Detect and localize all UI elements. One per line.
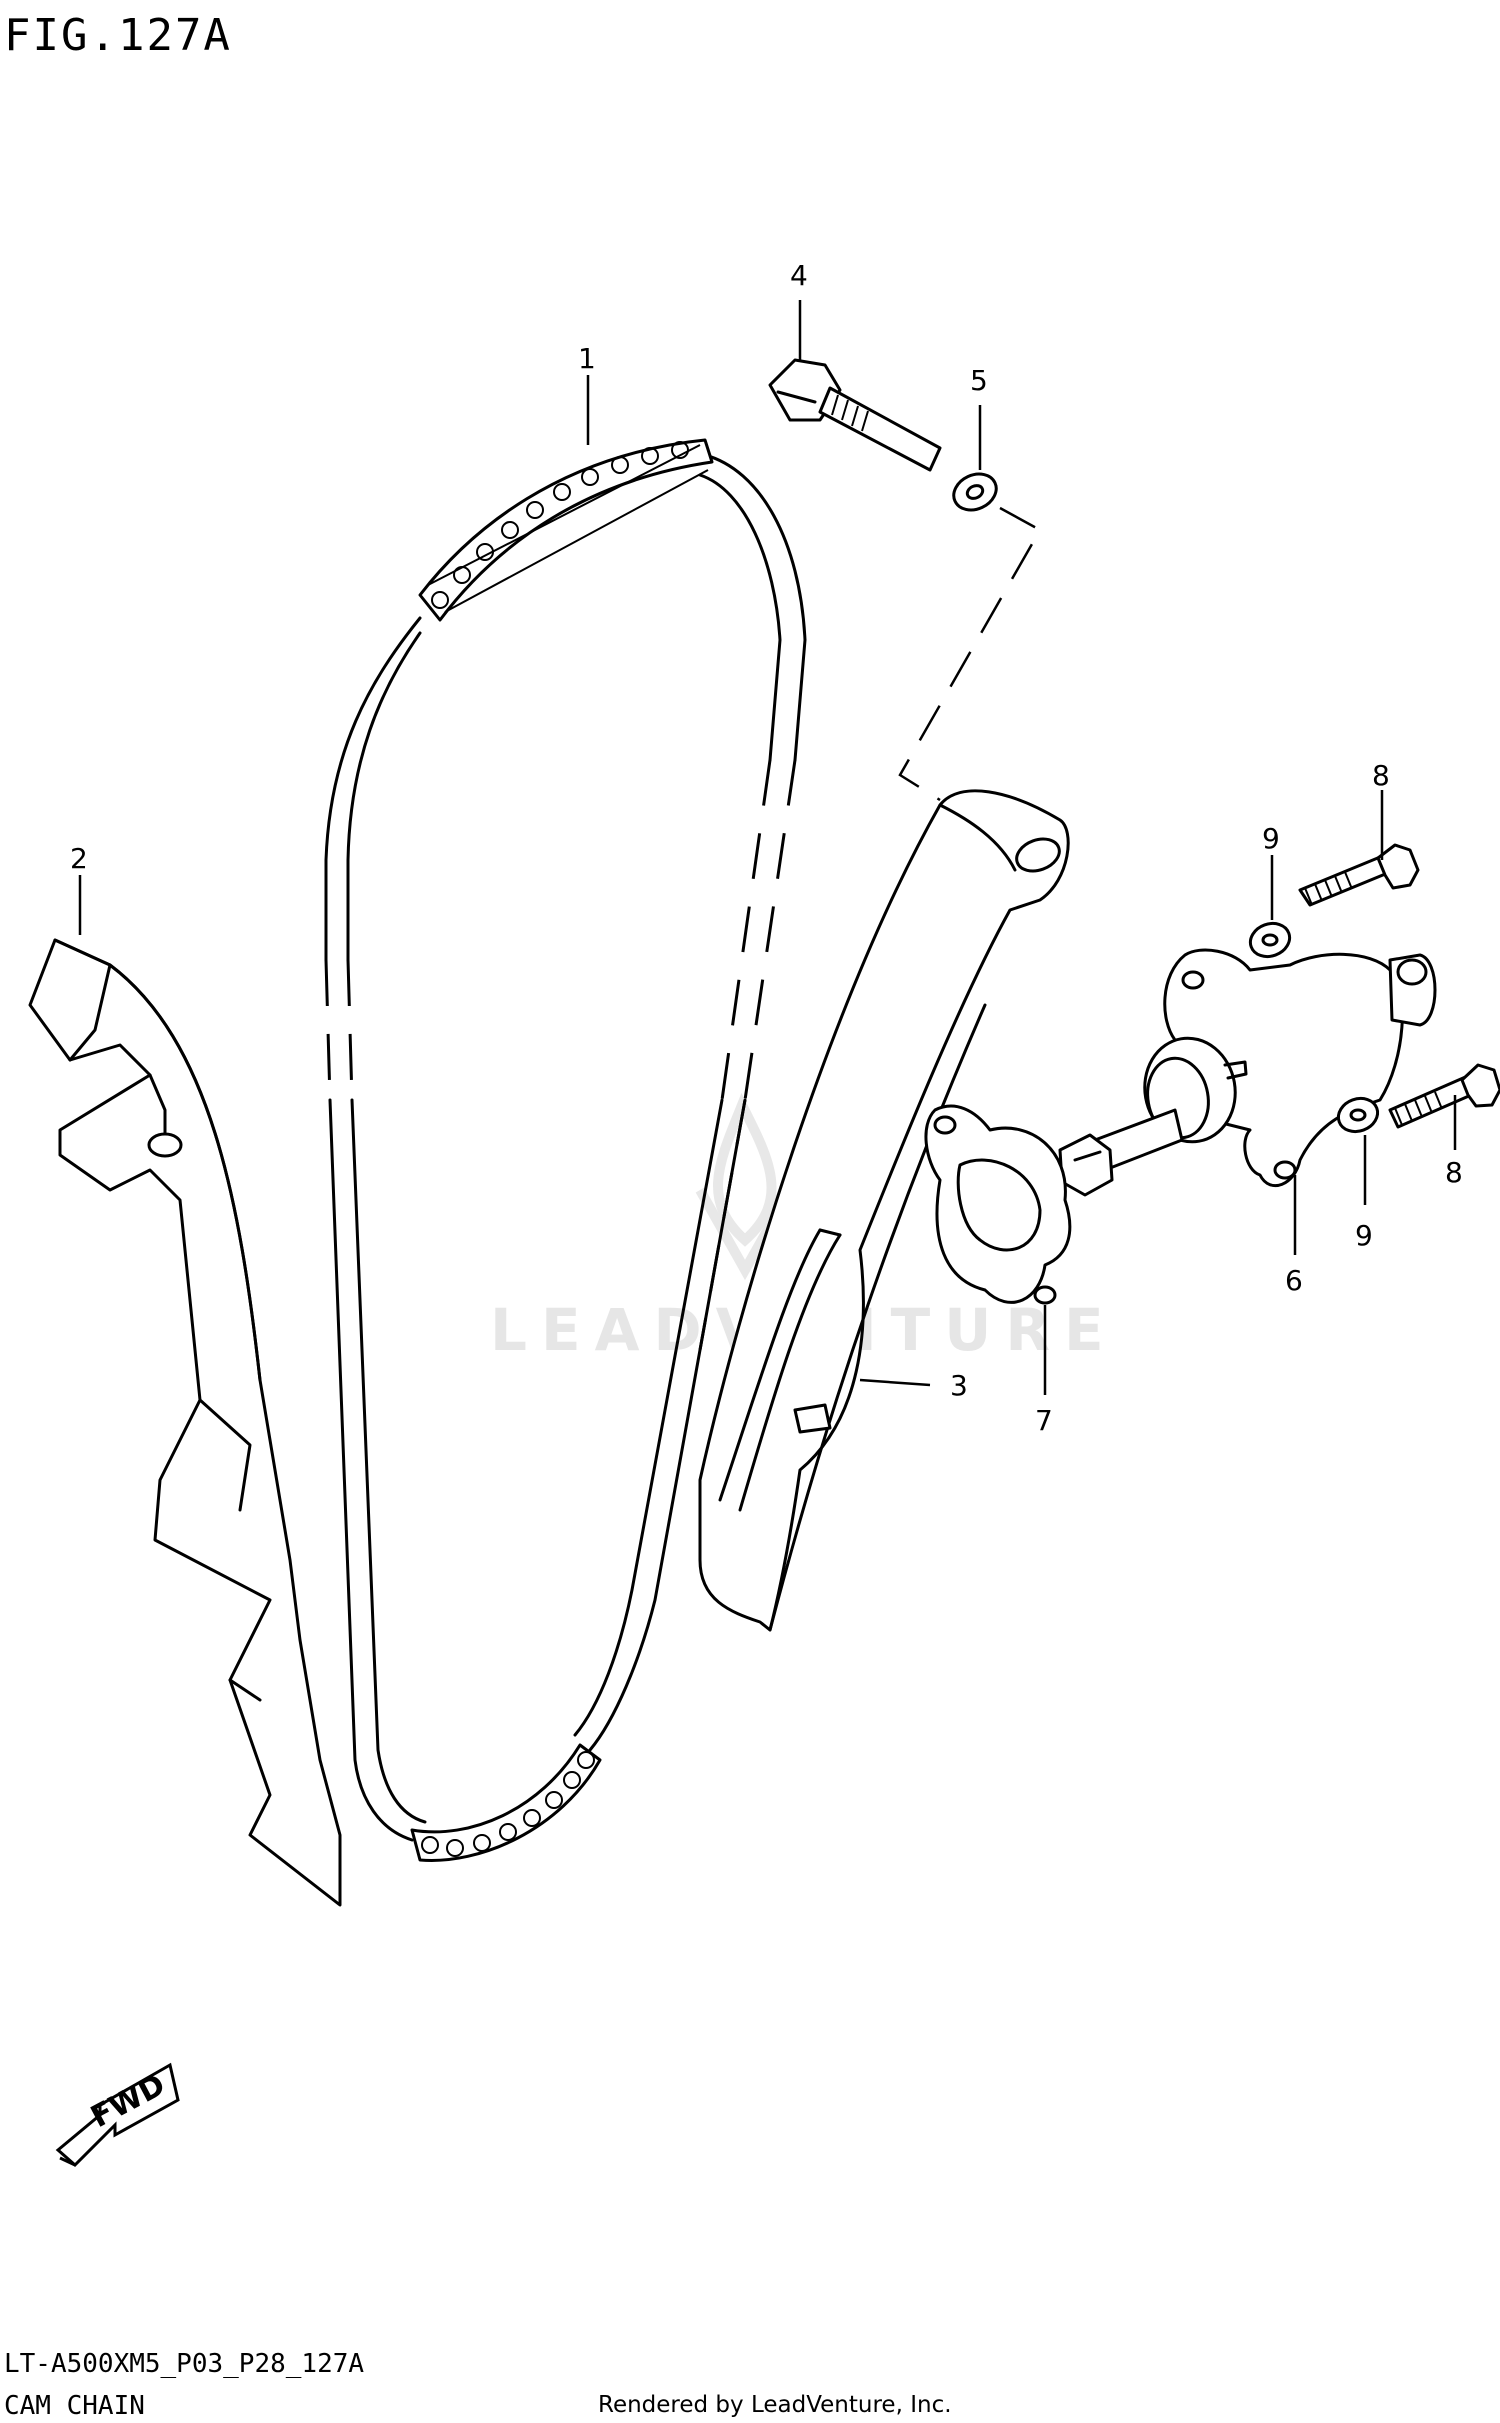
callout-9-lower: 9 <box>1355 1219 1373 1252</box>
cam-chain-tensioner-adjuster <box>1058 948 1437 1197</box>
callout-7: 7 <box>1035 1404 1053 1437</box>
callout-6: 6 <box>1285 1264 1303 1297</box>
render-credit: Rendered by LeadVenture, Inc. <box>598 2392 952 2418</box>
diagram-code: LT-A500XM5_P03_P28_127A <box>4 2349 364 2379</box>
callout-8-upper: 8 <box>1372 759 1390 792</box>
callout-4: 4 <box>790 259 808 292</box>
callout-1: 1 <box>578 342 596 375</box>
adjuster-washer-upper <box>1248 921 1292 959</box>
chain-guide-left <box>28 938 342 1907</box>
leader-lines <box>78 300 1457 1395</box>
adjuster-bolt-upper <box>1298 843 1420 907</box>
callout-5: 5 <box>970 364 988 397</box>
washer <box>952 472 998 512</box>
fwd-direction-arrow: FWD <box>55 2062 180 2168</box>
adjuster-bolt-lower <box>1388 1063 1500 1129</box>
callout-9-upper: 9 <box>1262 822 1280 855</box>
callout-8-lower: 8 <box>1445 1156 1463 1189</box>
figure-title: FIG.127A <box>4 10 232 61</box>
chain-links-bottom <box>410 1743 602 1862</box>
adjuster-washer-lower <box>1336 1096 1380 1134</box>
tensioner-arm <box>698 789 1070 1632</box>
tensioner-gasket <box>924 1104 1072 1305</box>
pivot-bolt <box>768 358 942 472</box>
callout-2: 2 <box>70 842 88 875</box>
callout-3: 3 <box>950 1369 968 1402</box>
chain-links-top <box>418 438 714 622</box>
diagram-name: CAM CHAIN <box>4 2391 145 2421</box>
cam-chain <box>324 438 807 1862</box>
